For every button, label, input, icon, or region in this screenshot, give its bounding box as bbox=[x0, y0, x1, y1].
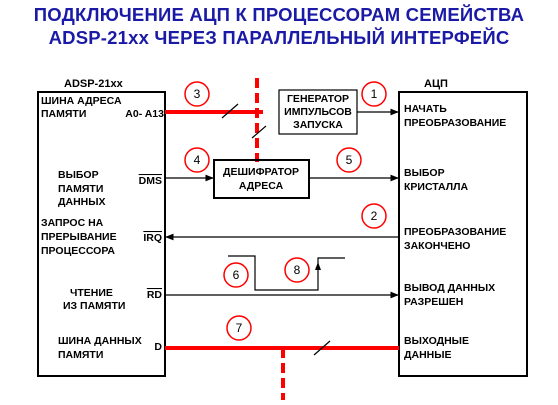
marker-1: 1 bbox=[361, 81, 387, 107]
svg-text:3: 3 bbox=[194, 87, 201, 101]
data-bus-label-2: ПАМЯТИ bbox=[58, 349, 103, 361]
data-bus-label-1: ШИНА ДАННЫХ bbox=[58, 335, 142, 347]
address-bus-vertical-slash bbox=[251, 125, 267, 139]
svg-text:7: 7 bbox=[236, 321, 243, 335]
marker-3: 3 bbox=[184, 81, 210, 107]
decoder-label-1: ДЕШИФРАТОР bbox=[223, 166, 299, 178]
adc-start-label-1: НАЧАТЬ bbox=[404, 103, 447, 115]
svg-text:6: 6 bbox=[233, 268, 240, 282]
adc-output-label-1: ВЫХОДНЫЕ bbox=[404, 335, 469, 347]
marker-7: 7 bbox=[226, 315, 252, 341]
generator-label-2: ИМПУЛЬСОВ bbox=[284, 106, 352, 118]
generator-label-1: ГЕНЕРАТОР bbox=[287, 93, 349, 105]
adc-oe-label-2: РАЗРЕШЕН bbox=[404, 296, 463, 308]
irq-label-2: ПРЕРЫВАНИЕ bbox=[41, 231, 117, 243]
adc-block bbox=[398, 91, 528, 377]
read-pulse-waveform bbox=[228, 255, 345, 291]
svg-text:4: 4 bbox=[194, 153, 201, 167]
dms-label-3: ДАННЫХ bbox=[58, 196, 106, 208]
decoder-label-2: АДРЕСА bbox=[239, 180, 284, 192]
data-bus-pin: D bbox=[154, 341, 162, 353]
rd-pin: RD bbox=[147, 289, 163, 301]
irq-pin: IRQ bbox=[143, 232, 162, 244]
svg-text:1: 1 bbox=[371, 87, 378, 101]
adc-name: АЦП bbox=[424, 78, 448, 90]
adc-output-label-2: ДАННЫЕ bbox=[404, 349, 452, 361]
generator-label-3: ЗАПУСКА bbox=[293, 119, 343, 131]
marker-4: 4 bbox=[184, 147, 210, 173]
read-label-2: ИЗ ПАМЯТИ bbox=[63, 300, 125, 312]
address-bus-slash bbox=[221, 103, 239, 119]
adc-cs-label-1: ВЫБОР bbox=[404, 167, 445, 179]
irq-label-3: ПРОЦЕССОРА bbox=[41, 245, 115, 257]
svg-text:8: 8 bbox=[294, 263, 301, 277]
read-label-1: ЧТЕНИЕ bbox=[70, 287, 113, 299]
processor-name: ADSP-21xx bbox=[64, 78, 124, 90]
adc-done-label-1: ПРЕОБРАЗОВАНИЕ bbox=[404, 226, 506, 238]
page-title-line-1: ПОДКЛЮЧЕНИЕ АЦП К ПРОЦЕССОРАМ СЕМЕЙСТВА bbox=[33, 4, 525, 25]
addr-bus-label-2: ПАМЯТИ bbox=[41, 108, 86, 120]
adc-oe-label-1: ВЫВОД ДАННЫХ bbox=[404, 282, 495, 294]
data-bus-slash bbox=[313, 340, 331, 356]
page-title-line-2: ADSP-21xx ЧЕРЕЗ ПАРАЛЛЕЛЬНЫЙ ИНТЕРФЕЙС bbox=[48, 27, 510, 48]
addr-bus-pin: A0- A13 bbox=[125, 108, 164, 120]
svg-text:2: 2 bbox=[371, 209, 378, 223]
dms-label-1: ВЫБОР bbox=[58, 169, 99, 181]
marker-2: 2 bbox=[361, 203, 387, 229]
decoder-block bbox=[213, 159, 310, 199]
dms-pin: DMS bbox=[139, 175, 162, 187]
irq-label-1: ЗАПРОС НА bbox=[41, 217, 104, 229]
adc-done-label-2: ЗАКОНЧЕНО bbox=[404, 240, 470, 252]
pulse-edge-arrow bbox=[315, 262, 321, 270]
addr-bus-label-1: ШИНА АДРЕСА bbox=[41, 95, 122, 107]
svg-text:5: 5 bbox=[346, 153, 353, 167]
adc-cs-label-2: КРИСТАЛЛА bbox=[404, 181, 468, 193]
adc-start-label-2: ПРЕОБРАЗОВАНИЕ bbox=[404, 117, 506, 129]
dms-label-2: ПАМЯТИ bbox=[58, 183, 103, 195]
marker-5: 5 bbox=[336, 147, 362, 173]
marker-8: 8 bbox=[284, 257, 310, 283]
processor-block bbox=[37, 91, 166, 377]
marker-6: 6 bbox=[223, 262, 249, 288]
